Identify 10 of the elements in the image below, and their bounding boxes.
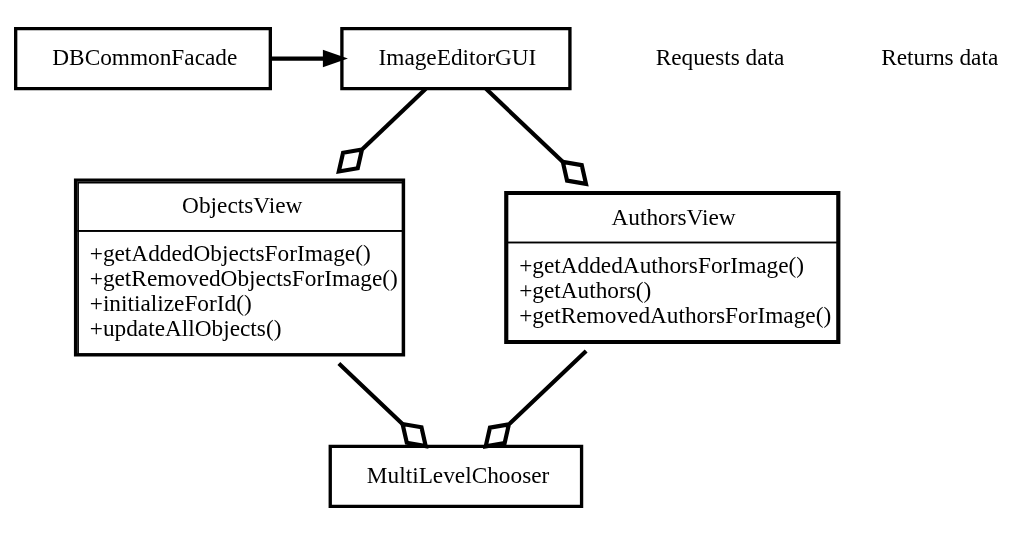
connector <box>337 362 429 449</box>
arrow <box>270 49 348 68</box>
connector <box>336 87 428 175</box>
node-box: DBCommonFacade <box>14 27 272 91</box>
label: Requests data <box>655 43 785 70</box>
node-box: ImageEditorGUI <box>340 27 572 91</box>
label: Returns data <box>881 43 999 70</box>
connector <box>483 349 588 449</box>
connector <box>484 87 589 187</box>
node-box: MultiLevelChooser <box>328 444 584 508</box>
